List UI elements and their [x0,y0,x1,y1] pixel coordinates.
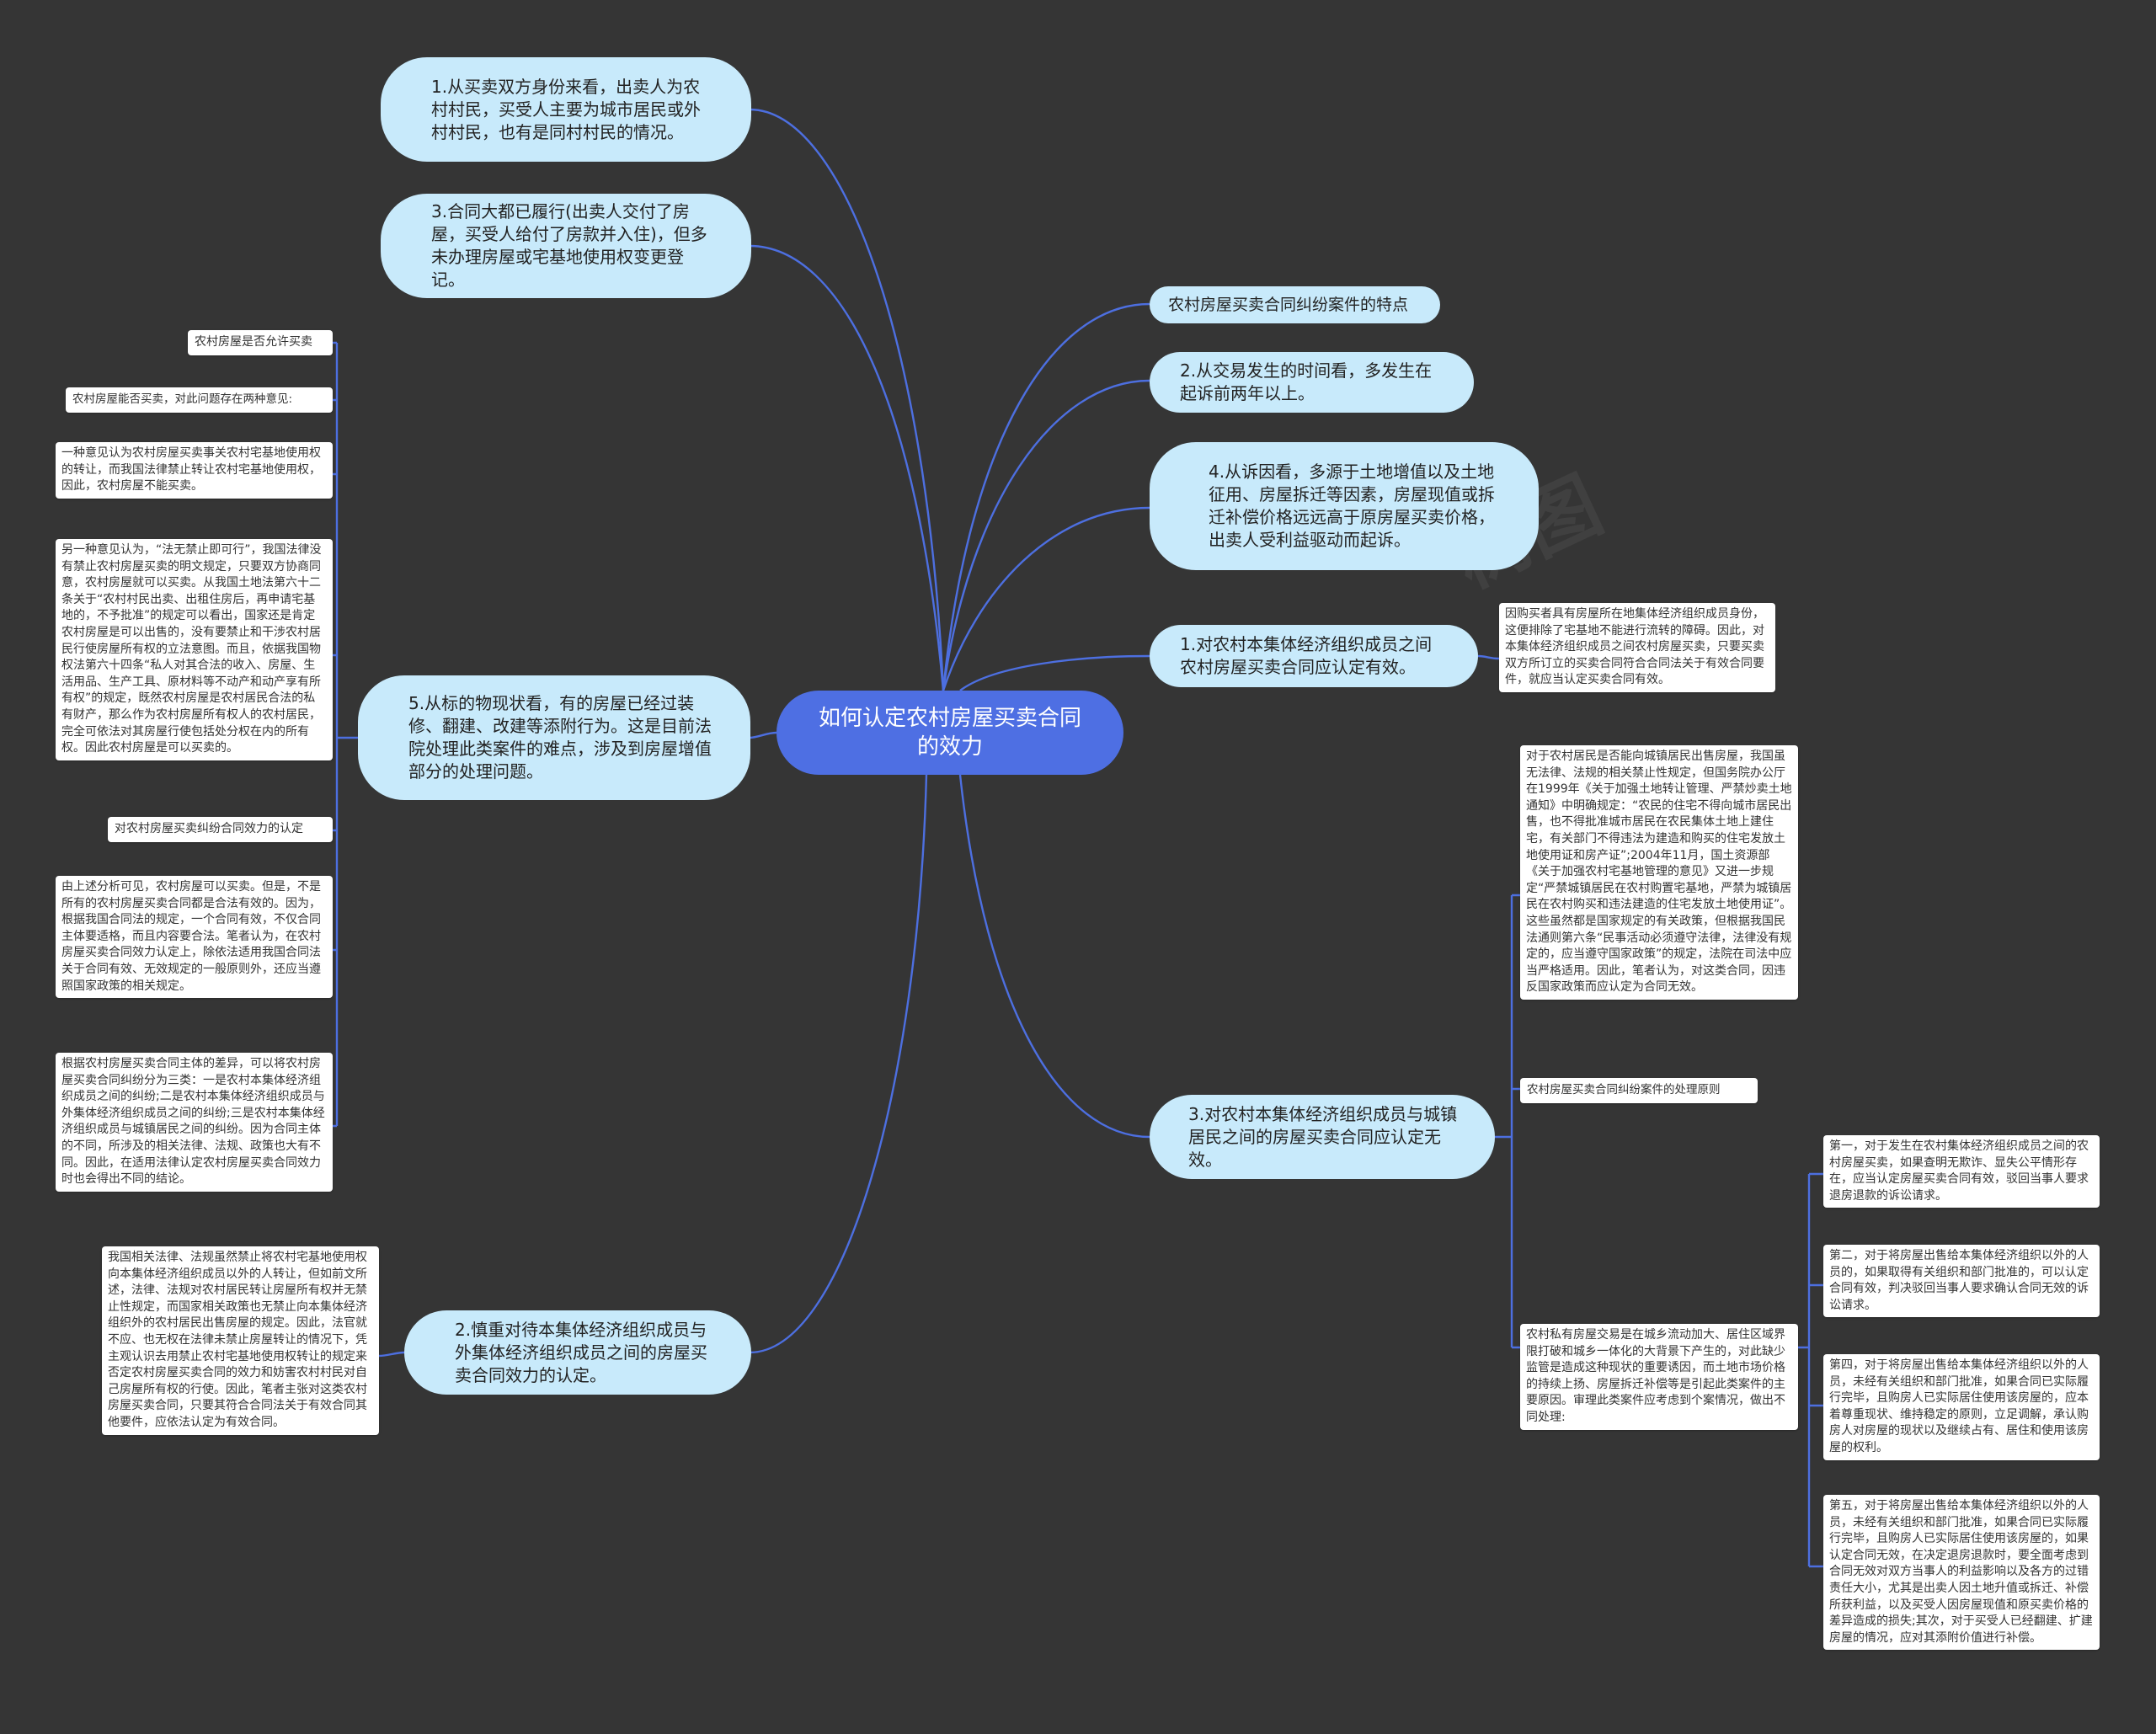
link-center-right-r1 [959,654,1150,691]
leaf-allow-sale-text: 农村房屋是否允许买卖 [195,335,312,349]
leaf-analysis-text: 由上述分析可见，农村房屋可以买卖。但是，不是所有的农村房屋买卖合同都是合法有效的… [61,880,321,993]
branch-performance-label: 3.合同大都已履行(出卖人交付了房屋，买受人给付了房款并入住)，但多未办理房屋或… [431,201,707,290]
branch-cause-label: 4.从诉因看，多源于土地增值以及土地征用、房屋拆迁等因素，房屋现值或拆迁补偿价格… [1209,462,1495,550]
leaf-view-two[interactable]: 另一种意见认为，“法无禁止即可行”，我国法律没有禁止农村房屋买卖的明文规定，只要… [56,539,333,760]
leaf-rule-1-note[interactable]: 因购买者具有房屋所在地集体经济组织成员身份，这便排除了宅基地不能进行流转的障碍。… [1499,603,1775,692]
branch-rule-1[interactable]: 1.对农村本集体经济组织成员之间农村房屋买卖合同应认定有效。 [1150,625,1478,687]
branch-cautious-label: 2.慎重对待本集体经济组织成员与外集体经济组织成员之间的房屋买卖合同效力的认定。 [455,1319,707,1385]
link-center-right-r3 [958,774,1150,1139]
branch-cautious[interactable]: 2.慎重对待本集体经济组织成员与外集体经济组织成员之间的房屋买卖合同效力的认定。 [404,1310,751,1395]
link-market-bracket [1798,1172,1823,1568]
branch-subject-status[interactable]: 5.从标的物现状看，有的房屋已经过装修、翻建、改建等添附行为。这是目前法院处理此… [358,675,750,800]
leaf-view-one[interactable]: 一种意见认为农村房屋买卖事关农村宅基地使用权的转让，而我国法律禁止转让农村宅基地… [56,442,333,499]
link-center-right-b4 [942,506,1150,691]
leaf-fourth-text: 第四，对于将房屋出售给本集体经济组织以外的人员，未经有关组织和部门批准，如果合同… [1829,1358,2089,1454]
leaf-rule-3-note-text: 对于农村居民是否能向城镇居民出售房屋，我国虽无法律、法规的相关禁止性规定，但国务… [1526,750,1792,995]
link-center-right-b2time [942,379,1150,691]
link-center-left-b5 [749,731,777,739]
leaf-first[interactable]: 第一，对于发生在农村集体经济组织成员之间的农村房屋买卖，如果查明无欺诈、显失公平… [1823,1135,2100,1208]
leaf-first-text: 第一，对于发生在农村集体经济组织成员之间的农村房屋买卖，如果查明无欺诈、显失公平… [1829,1139,2089,1203]
link-b5-bracket [330,341,358,1128]
branch-identity-label: 1.从买卖双方身份来看，出卖人为农村村民，买受人主要为城市居民或外村村民，也有是… [431,76,701,142]
link-r3-bracket [1495,894,1520,1349]
leaf-rule-3-note[interactable]: 对于农村居民是否能向城镇居民出售房屋，我国虽无法律、法规的相关禁止性规定，但国务… [1520,745,1798,1000]
leaf-market[interactable]: 农村私有房屋交易是在城乡流动加大、居住区域界限打破和城乡一体化的大背景下产生的，… [1520,1324,1798,1430]
link-r1-note [1477,654,1500,660]
branch-rule-1-label: 1.对农村本集体经济组织成员之间农村房屋买卖合同应认定有效。 [1180,634,1433,677]
leaf-types[interactable]: 根据农村房屋买卖合同主体的差异，可以将农村房屋买卖合同纠纷分为三类：一是农村本集… [56,1053,333,1192]
branch-performance[interactable]: 3.合同大都已履行(出卖人交付了房屋，买受人给付了房款并入住)，但多未办理房屋或… [381,194,751,298]
leaf-determine-text: 对农村房屋买卖纠纷合同效力的认定 [115,822,303,835]
branch-rule-3-label: 3.对农村本集体经济组织成员与城镇居民之间的房屋买卖合同应认定无效。 [1188,1103,1458,1170]
link-center-left-b3 [749,244,945,691]
leaf-principle-text: 农村房屋买卖合同纠纷案件的处理原则 [1527,1083,1721,1096]
leaf-fifth-text: 第五，对于将房屋出售给本集体经济组织以外的人员，未经有关组织和部门批准，如果合同… [1829,1499,2093,1645]
link-center-left-b1 [749,108,945,691]
leaf-allow-sale[interactable]: 农村房屋是否允许买卖 [188,330,333,355]
leaf-view-one-text: 一种意见认为农村房屋买卖事关农村宅基地使用权的转让，而我国法律禁止转让农村宅基地… [61,446,321,494]
leaf-fourth[interactable]: 第四，对于将房屋出售给本集体经济组织以外的人员，未经有关组织和部门批准，如果合同… [1823,1354,2100,1460]
leaf-types-text: 根据农村房屋买卖合同主体的差异，可以将农村房屋买卖合同纠纷分为三类：一是农村本集… [61,1057,325,1187]
leaf-second[interactable]: 第二，对于将房屋出售给本集体经济组织以外的人员的，如果取得有关组织和部门批准的，… [1823,1245,2100,1318]
leaf-view-two-text: 另一种意见认为，“法无禁止即可行”，我国法律没有禁止农村房屋买卖的明文规定，只要… [61,543,322,755]
branch-rule-3[interactable]: 3.对农村本集体经济组织成员与城镇居民之间的房屋买卖合同应认定无效。 [1150,1095,1495,1179]
leaf-rule-1-note-text: 因购买者具有房屋所在地集体经济组织成员身份，这便排除了宅基地不能进行流转的障碍。… [1505,607,1764,687]
branch-time-label: 2.从交易发生的时间看，多发生在起诉前两年以上。 [1180,360,1433,403]
center-topic[interactable]: 如何认定农村房屋买卖合同的效力 [776,691,1123,775]
link-b2-note [378,1351,405,1358]
leaf-analysis[interactable]: 由上述分析可见，农村房屋可以买卖。但是，不是所有的农村房屋买卖合同都是合法有效的… [56,876,333,999]
link-center-right-features [942,302,1150,691]
branch-features-label: 农村房屋买卖合同纠纷案件的特点 [1168,295,1409,314]
leaf-determine[interactable]: 对农村房屋买卖纠纷合同效力的认定 [108,817,333,842]
link-center-left-b2 [749,774,928,1354]
leaf-cautious-note-text: 我国相关法律、法规虽然禁止将农村宅基地使用权向本集体经济组织成员以外的人转让，但… [108,1251,367,1429]
branch-cause[interactable]: 4.从诉因看，多源于土地增值以及土地征用、房屋拆迁等因素，房屋现值或拆迁补偿价格… [1150,442,1539,570]
center-topic-label: 如何认定农村房屋买卖合同的效力 [818,706,1081,760]
branch-subject-status-label: 5.从标的物现状看，有的房屋已经过装修、翻建、改建等添附行为。这是目前法院处理此… [408,693,712,782]
branch-identity[interactable]: 1.从买卖双方身份来看，出卖人为农村村民，买受人主要为城市居民或外村村民，也有是… [381,57,751,162]
leaf-principle[interactable]: 农村房屋买卖合同纠纷案件的处理原则 [1520,1078,1758,1103]
leaf-market-text: 农村私有房屋交易是在城乡流动加大、居住区域界限打破和城乡一体化的大背景下产生的，… [1526,1328,1785,1424]
leaf-fifth[interactable]: 第五，对于将房屋出售给本集体经济组织以外的人员，未经有关组织和部门批准，如果合同… [1823,1495,2100,1651]
leaf-second-text: 第二，对于将房屋出售给本集体经济组织以外的人员的，如果取得有关组织和部门批准的，… [1829,1249,2089,1312]
branch-time[interactable]: 2.从交易发生的时间看，多发生在起诉前两年以上。 [1150,352,1474,413]
leaf-can-sell-text: 农村房屋能否买卖，对此问题存在两种意见: [72,392,293,406]
leaf-cautious-note[interactable]: 我国相关法律、法规虽然禁止将农村宅基地使用权向本集体经济组织成员以外的人转让，但… [102,1246,379,1435]
leaf-can-sell[interactable]: 农村房屋能否买卖，对此问题存在两种意见: [66,387,333,413]
branch-features[interactable]: 农村房屋买卖合同纠纷案件的特点 [1150,286,1440,323]
